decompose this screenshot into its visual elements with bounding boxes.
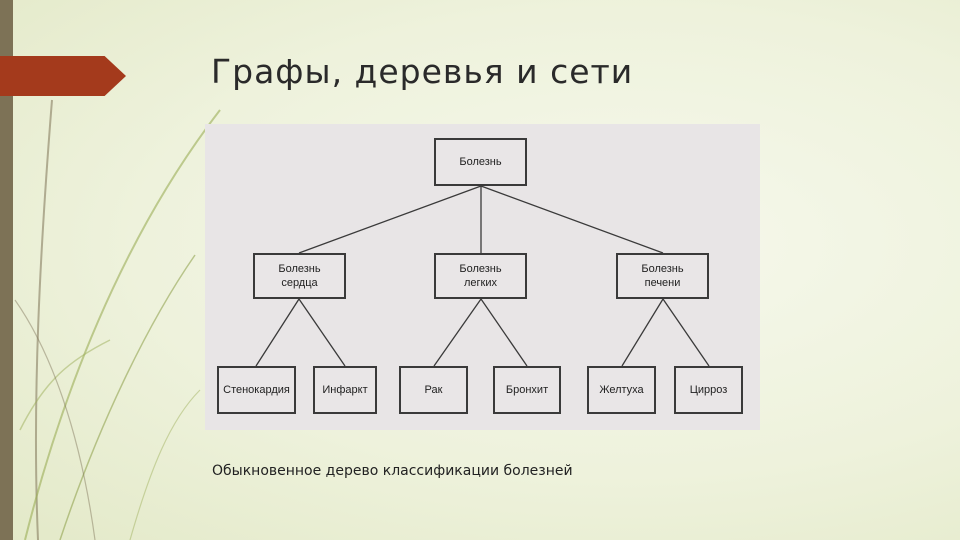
edge-root-liver bbox=[481, 186, 663, 253]
node-cirrhosis: Цирроз bbox=[674, 366, 743, 414]
node-root-label: Болезнь bbox=[459, 155, 501, 169]
node-disease-root: Болезнь bbox=[434, 138, 527, 186]
node-infarct: Инфаркт bbox=[313, 366, 377, 414]
node-lungs-line1: Болезнь bbox=[459, 262, 501, 276]
node-liver-line2: печени bbox=[645, 276, 681, 290]
node-jaundice-label: Желтуха bbox=[599, 383, 643, 397]
edge-root-heart bbox=[299, 186, 481, 253]
edge-liver-cirrhosis bbox=[663, 299, 709, 366]
slide-title: Графы, деревья и сети bbox=[211, 52, 633, 91]
node-bronchitis: Бронхит bbox=[493, 366, 561, 414]
node-heart-line1: Болезнь bbox=[278, 262, 320, 276]
edge-lungs-cancer bbox=[434, 299, 481, 366]
edge-heart-stenocardia bbox=[256, 299, 299, 366]
node-stenocardia-label: Стенокардия bbox=[223, 383, 290, 397]
node-cancer: Рак bbox=[399, 366, 468, 414]
diagram-caption: Обыкновенное дерево классификации болезн… bbox=[212, 463, 573, 479]
edge-lungs-bronchitis bbox=[481, 299, 527, 366]
node-jaundice: Желтуха bbox=[587, 366, 656, 414]
node-lungs-line2: легких bbox=[464, 276, 497, 290]
node-cancer-label: Рак bbox=[425, 383, 443, 397]
node-lung-disease: Болезнь легких bbox=[434, 253, 527, 299]
node-heart-disease: Болезнь сердца bbox=[253, 253, 346, 299]
disease-tree-diagram: Болезнь Болезнь сердца Болезнь легких Бо… bbox=[205, 124, 760, 430]
title-arrow-marker bbox=[0, 56, 126, 96]
node-infarct-label: Инфаркт bbox=[322, 383, 367, 397]
edge-liver-jaundice bbox=[622, 299, 663, 366]
node-liver-line1: Болезнь bbox=[641, 262, 683, 276]
node-heart-line2: сердца bbox=[281, 276, 317, 290]
node-liver-disease: Болезнь печени bbox=[616, 253, 709, 299]
edge-heart-infarct bbox=[299, 299, 345, 366]
node-cirrhosis-label: Цирроз bbox=[690, 383, 728, 397]
node-bronchitis-label: Бронхит bbox=[506, 383, 548, 397]
node-stenocardia: Стенокардия bbox=[217, 366, 296, 414]
